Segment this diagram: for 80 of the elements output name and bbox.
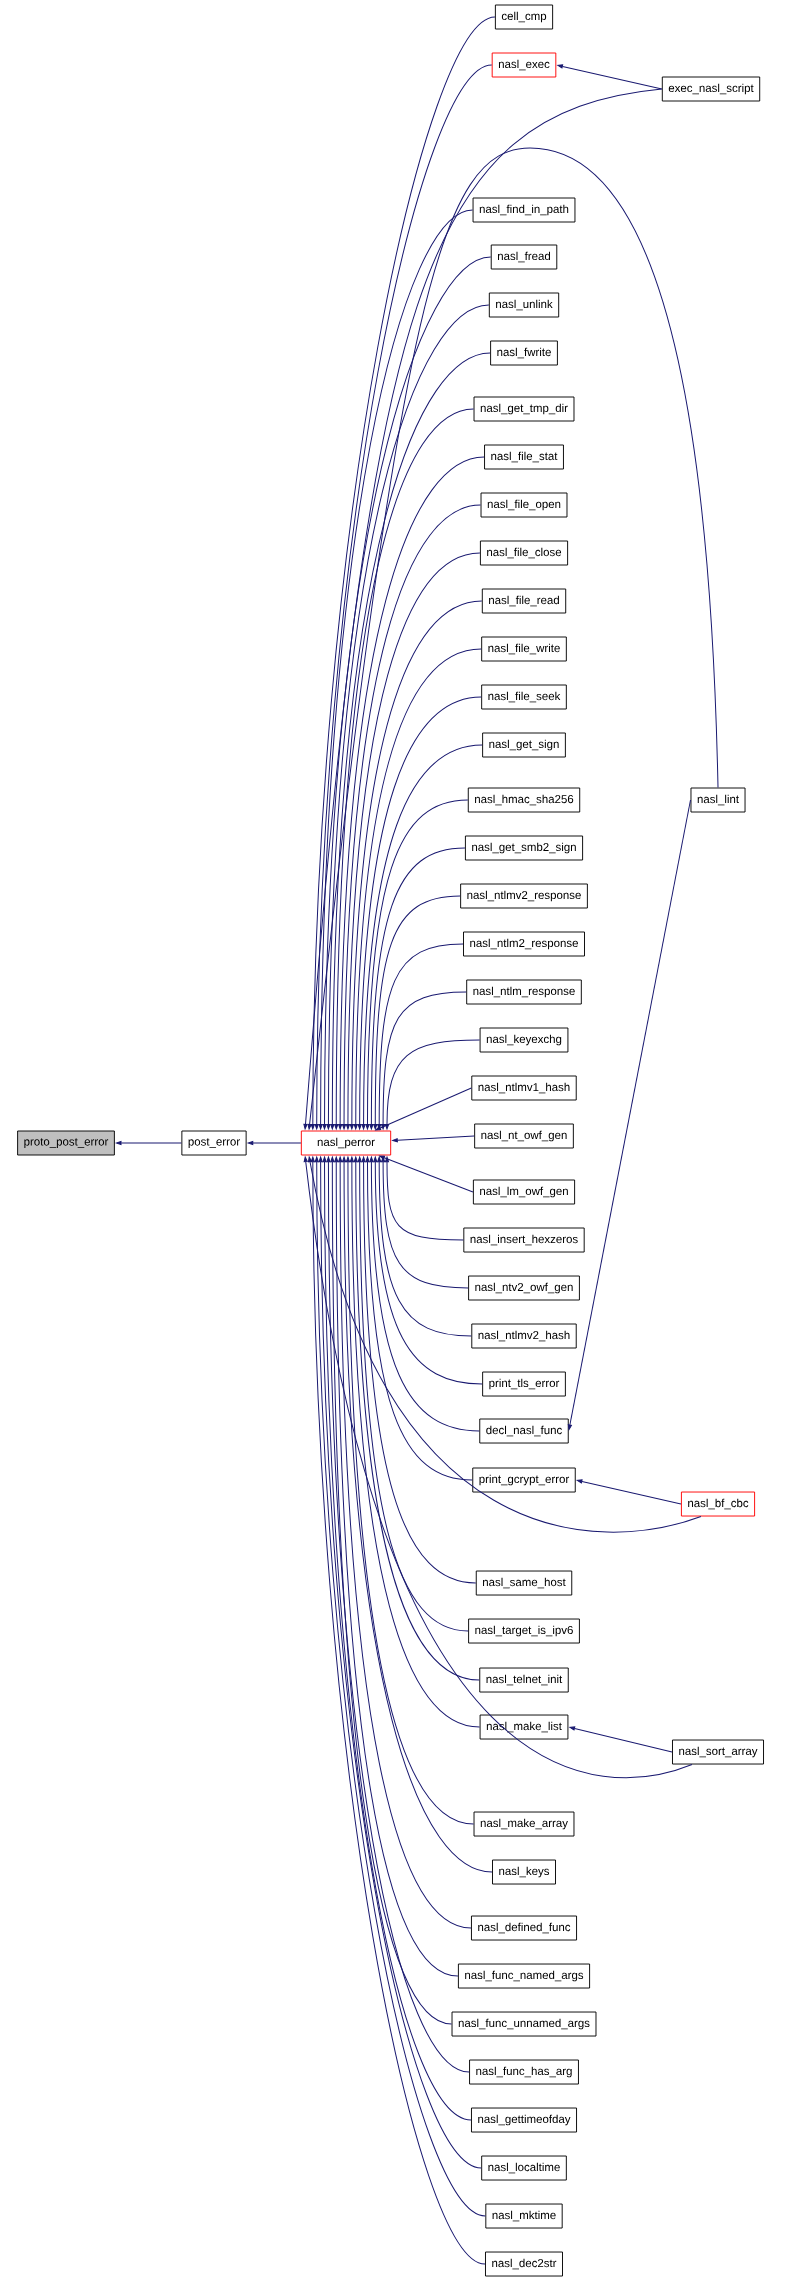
function-box: nasl_localtime [481, 2155, 567, 2181]
function-box: nasl_perror [300, 1130, 392, 1156]
arrow [567, 799, 691, 1430]
arrow [116, 1140, 182, 1146]
arrow [303, 1156, 693, 1778]
arrow [384, 1039, 481, 1130]
function-box: nasl_get_smb2_sign [464, 835, 584, 861]
function-box: nasl_same_host [475, 1570, 573, 1596]
function-box: nasl_mktime [485, 2203, 563, 2229]
function-box: nasl_lm_owf_gen [472, 1179, 576, 1205]
arrow [357, 1156, 469, 1632]
function-box: nasl_file_stat [484, 444, 564, 470]
function-box: nasl_ntlmv2_hash [471, 1323, 577, 1349]
function-box: nasl_file_close [479, 540, 569, 566]
arrow [307, 1156, 702, 1533]
arrow [338, 1156, 472, 1929]
function-box: cell_cmp [494, 4, 554, 30]
arrow [381, 991, 467, 1130]
function-box: nasl_keys [492, 1859, 556, 1885]
function-box: nasl_get_tmp_dir [473, 396, 575, 422]
function-box: nasl_get_sign [482, 732, 566, 758]
arrow [369, 1156, 480, 1432]
function-box: nasl_telnet_init [479, 1667, 569, 1693]
arrow [373, 895, 461, 1130]
function-box: post_error [181, 1130, 247, 1156]
function-box: nasl_dec2str [485, 2251, 563, 2277]
function-box: nasl_hmac_sha256 [467, 787, 581, 813]
function-box: nasl_ntlm_response [466, 979, 582, 1005]
arrow [303, 88, 663, 1130]
arrow [381, 1156, 469, 1289]
arrow [247, 1140, 302, 1146]
function-box: nasl_file_read [481, 588, 567, 614]
function-box: nasl_file_write [481, 636, 567, 662]
arrow [365, 799, 469, 1130]
function-box: nasl_ntlmv2_response [460, 883, 588, 909]
function-box: nasl_keyexchg [479, 1027, 569, 1053]
function-box: nasl_insert_hexzeros [463, 1227, 585, 1253]
arrow [576, 1479, 682, 1505]
function-box: nasl_make_array [473, 1811, 575, 1837]
arrow [377, 943, 464, 1130]
arrow [318, 209, 474, 1130]
function-box: nasl_fread [490, 244, 558, 270]
arrow [569, 1726, 673, 1753]
function-box: nasl_ntlm2_response [463, 931, 585, 957]
arrow [373, 1156, 483, 1385]
arrow [342, 1156, 493, 1873]
function-box: print_tls_error [482, 1371, 566, 1397]
arrow [379, 1155, 474, 1193]
function-box: nasl_unlink [488, 292, 560, 318]
function-box: nasl_fwrite [490, 340, 558, 366]
function-box: decl_nasl_func [479, 1418, 569, 1444]
function-box: nasl_defined_func [471, 1915, 577, 1941]
function-box: nasl_nt_owf_gen [474, 1123, 574, 1149]
function-box: nasl_gettimeofday [471, 2107, 577, 2133]
function-box: proto_post_error [17, 1130, 115, 1156]
arrow [377, 1156, 472, 1337]
function-box: exec_nasl_script [661, 76, 761, 102]
arrow [345, 1156, 475, 1825]
arrow [365, 1156, 473, 1481]
function-box: nasl_ntlmv1_hash [471, 1075, 577, 1101]
function-box: nasl_func_unnamed_args [451, 2011, 597, 2037]
arrow [557, 64, 663, 90]
arrow [361, 1156, 477, 1584]
arrow [307, 147, 719, 1130]
function-box: nasl_func_has_arg [469, 2059, 579, 2085]
function-box: nasl_file_open [480, 492, 568, 518]
arrow [375, 1087, 472, 1131]
function-box: nasl_ntv2_owf_gen [468, 1275, 580, 1301]
function-box: nasl_file_seek [481, 684, 567, 710]
arrow [392, 1135, 475, 1143]
arrow [384, 1156, 464, 1241]
function-box: nasl_exec [491, 52, 557, 78]
function-box: print_gcrypt_error [472, 1467, 576, 1493]
function-box: nasl_func_named_args [457, 1963, 591, 1989]
function-box: nasl_lint [690, 787, 746, 813]
function-box: nasl_sort_array [672, 1739, 764, 1765]
function-box: nasl_target_is_ipv6 [468, 1618, 580, 1644]
arrow [369, 847, 466, 1130]
function-box: nasl_bf_cbc [680, 1491, 756, 1517]
function-box: nasl_find_in_path [472, 197, 576, 223]
